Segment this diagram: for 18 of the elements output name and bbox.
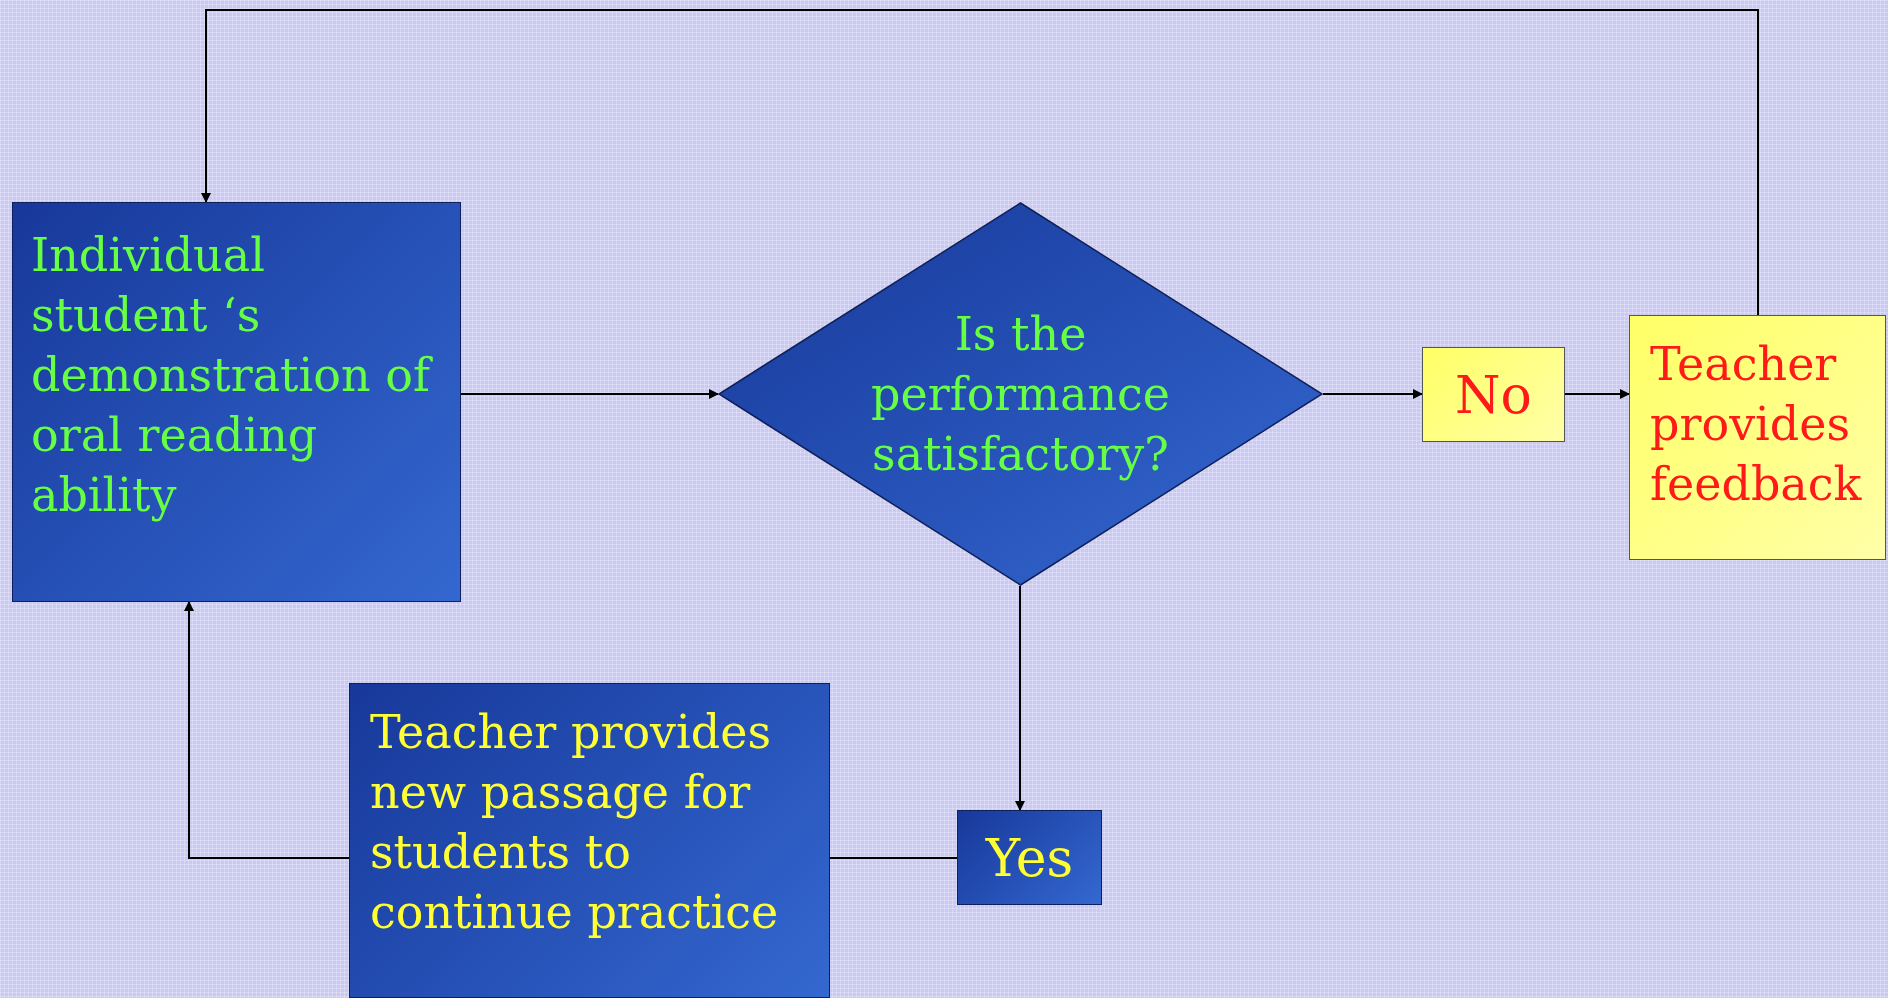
arrow xyxy=(1564,389,1630,399)
answer-box xyxy=(957,810,1102,905)
arrow xyxy=(1322,389,1423,399)
arrow xyxy=(201,9,1759,316)
process-box xyxy=(1629,315,1886,560)
process-box xyxy=(349,683,830,998)
node-label: Teacher provides feedback xyxy=(1650,336,1863,513)
arrow xyxy=(460,389,719,399)
answer-box xyxy=(1422,347,1565,442)
node-label: Individual student ‘s demonstration of oral reading ability xyxy=(31,225,442,525)
arrow xyxy=(184,601,350,859)
node-label: No xyxy=(1454,363,1533,427)
arrow xyxy=(1015,585,1025,811)
decision-diamond xyxy=(718,202,1323,586)
node-label: Yes xyxy=(984,826,1075,890)
node-label: Teacher provides new passage for students to continue practice xyxy=(370,704,780,941)
process-box xyxy=(12,202,461,602)
node-label: Is the performance satisfactory? xyxy=(870,306,1171,483)
